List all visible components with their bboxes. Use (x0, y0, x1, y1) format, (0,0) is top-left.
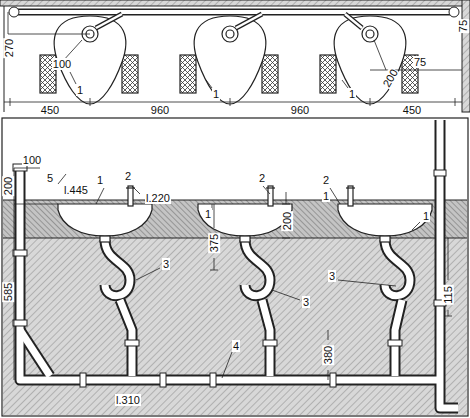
callout-number: 1 (76, 84, 84, 96)
callout-number: 5 (46, 172, 54, 184)
callout-number: 2 (322, 174, 330, 186)
dimension: 75 (457, 19, 469, 33)
dimension: 270 (3, 38, 15, 58)
callout-number: 4 (232, 340, 240, 352)
callout-number: 3 (328, 270, 336, 282)
dimension: 75 (413, 56, 427, 68)
dimension: 380 (322, 345, 334, 365)
callout-number: 3 (162, 258, 170, 270)
dimension: 960 (150, 104, 170, 116)
callout-number: 3 (302, 296, 310, 308)
dimension: 450 (402, 104, 422, 116)
dimension: 100 (22, 154, 42, 166)
dimension: 585 (2, 282, 14, 302)
callout-number: 1 (212, 88, 220, 100)
dimension: 100 (52, 58, 72, 70)
dimension: 200 (281, 211, 293, 231)
elevation-mark: l.445 (63, 184, 89, 196)
dimension: 450 (40, 104, 60, 116)
callout-number: 1 (322, 190, 330, 202)
callout-number: 2 (124, 170, 132, 182)
callout-number: 1 (422, 210, 430, 222)
elevation-mark: l.220 (145, 192, 171, 204)
dimension: 115 (442, 285, 454, 305)
dimension: 960 (290, 104, 310, 116)
callout-number: 1 (348, 88, 356, 100)
elevation-mark: l.310 (115, 394, 141, 406)
dimension: 200 (2, 176, 14, 196)
dimension: 375 (208, 233, 220, 253)
callout-number: 1 (96, 174, 104, 186)
callout-number: 2 (258, 172, 266, 184)
callout-number: 1 (204, 208, 212, 220)
